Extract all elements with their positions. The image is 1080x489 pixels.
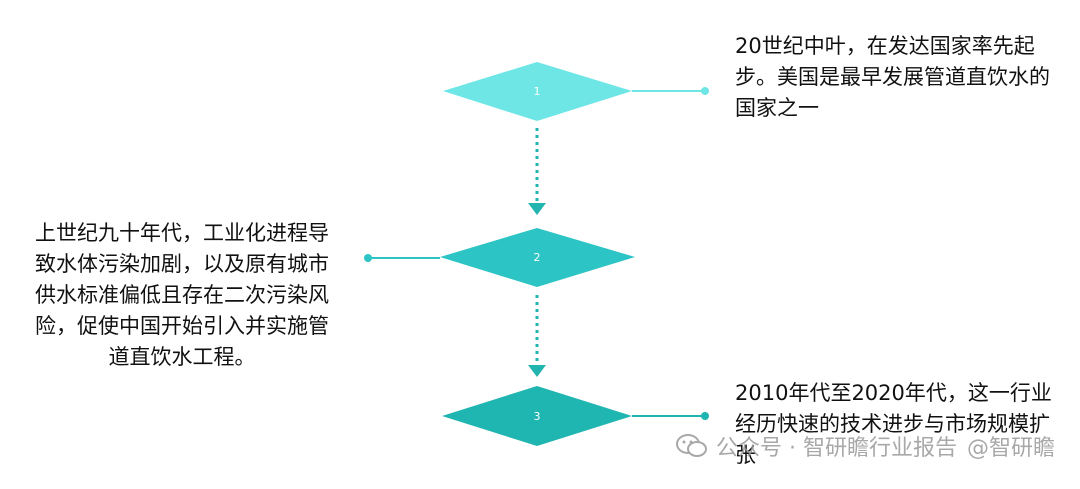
step-2-description: 上世纪九十年代，工业化进程导致水体污染加剧，以及原有城市供水标准偏低且存在二次污… (35, 221, 329, 369)
connector-dot-2 (364, 254, 372, 262)
step-1-label: 1 (534, 85, 541, 98)
arrow-1-head (528, 203, 546, 215)
watermark-text: 公众号 · 智研瞻行业报告 (716, 436, 957, 461)
step-3-label: 3 (534, 410, 541, 423)
watermark: 公众号 · 智研瞻行业报告 @智研瞻 (676, 426, 1055, 466)
step-3-description: 2010年代至2020年代，这一行业经历快速的技术进步与市场规模扩张 (735, 381, 1052, 467)
step-3-diamond (442, 386, 632, 446)
arrow-2-head (528, 365, 546, 377)
connector-dot-1 (701, 87, 709, 95)
step-2-diamond (440, 228, 635, 287)
wechat-icon (676, 434, 707, 457)
connector-dot-3 (701, 412, 709, 420)
watermark-handle: @智研瞻 (966, 436, 1055, 461)
step-1-diamond (443, 62, 632, 121)
step-2-label: 2 (534, 251, 541, 264)
step-1-description: 20世纪中叶，在发达国家率先起步。美国是最早发展管道直饮水的国家之一 (735, 34, 1050, 120)
